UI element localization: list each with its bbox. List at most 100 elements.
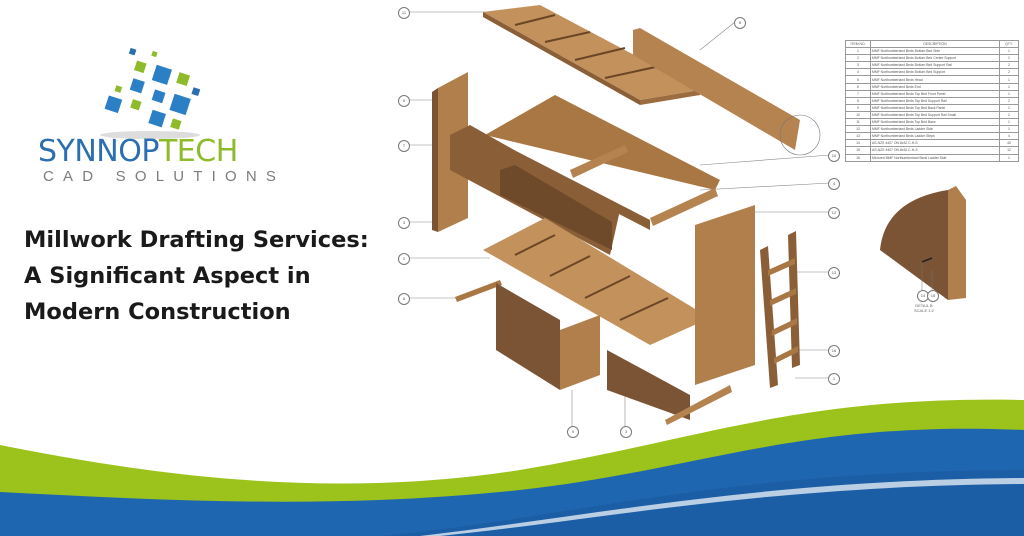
brand-name: SYNNOPTECH: [38, 134, 238, 169]
item-no-cell: 8: [845, 96, 871, 105]
balloon: 11: [398, 7, 410, 19]
item-no-cell: 13: [845, 132, 871, 141]
brand-part-2: TECH: [158, 134, 238, 169]
qty-cell: 4: [999, 132, 1019, 141]
balloon: 10: [828, 150, 840, 162]
qty-cell: 1: [999, 82, 1019, 91]
item-no-cell: 2: [845, 54, 871, 63]
item-no-cell: 6: [845, 82, 871, 91]
balloon: 6: [398, 293, 410, 305]
description-cell: MMF Northumberland Beds Bottom Bed Suppo…: [870, 68, 1000, 77]
description-cell: MMF Northumberland Beds Bottom Bed Suppo…: [870, 61, 1000, 70]
qty-cell: 12: [999, 146, 1019, 155]
qty-cell: 1: [999, 118, 1019, 127]
qty-cell: 1: [999, 47, 1019, 56]
header-item-no: ITEM NO.: [845, 39, 871, 49]
description-cell: Mirrored MMF Northumberland Beds Ladder …: [870, 153, 1000, 162]
logo-squares-icon: [100, 47, 201, 139]
qty-cell: 1: [999, 54, 1019, 63]
description-cell: MMF Northumberland Beds Top Bed Front Pa…: [870, 89, 1000, 98]
balloon: 9: [567, 426, 579, 438]
balloon: 12: [828, 207, 840, 219]
description-cell: AS-NZS 4407 ON.8x32 C-H-S: [870, 139, 1000, 148]
item-no-cell: 1: [845, 47, 871, 56]
table-header-row: ITEM NO. DESCRIPTION QTY.: [845, 39, 1019, 49]
balloon: 3: [398, 217, 410, 229]
description-cell: MMF Northumberland Beds End: [870, 82, 1000, 91]
detail-scale: SCALE 1:2: [914, 308, 934, 313]
balloon: 2: [398, 253, 410, 265]
description-cell: AS-NZS 4407 ON.8x32 C-H-S: [870, 146, 1000, 155]
qty-cell: 2: [999, 110, 1019, 120]
item-no-cell: 4: [845, 68, 871, 77]
qty-cell: 2: [999, 68, 1019, 77]
item-no-cell: 14: [845, 139, 871, 148]
qty-cell: 1: [999, 89, 1019, 98]
qty-cell: 40: [999, 139, 1019, 148]
item-no-cell: 12: [845, 125, 871, 134]
qty-cell: 2: [999, 61, 1019, 70]
qty-cell: 1: [999, 153, 1019, 162]
headline-line-2: A Significant Aspect in: [24, 263, 311, 289]
item-no-cell: 7: [845, 89, 871, 98]
description-cell: MMF Northumberland Beds Top Bed Base: [870, 118, 1000, 127]
item-no-cell: 11: [845, 118, 871, 127]
item-no-cell: 9: [845, 103, 871, 112]
description-cell: MMF Northumberland Beds Ladder Steps: [870, 132, 1000, 141]
item-no-cell: 10: [845, 110, 871, 120]
headline-line-3: Modern Construction: [24, 299, 291, 325]
description-cell: MMF Northumberland Beds Top Bed Back Pan…: [870, 103, 1000, 112]
item-no-cell: 5: [845, 75, 871, 84]
description-cell: MMF Northumberland Beds Head: [870, 75, 1000, 84]
item-no-cell: 16: [845, 153, 871, 162]
brand-part-1: SYNNOP: [38, 134, 159, 169]
headline-line-1: Millwork Drafting Services:: [24, 227, 369, 253]
description-cell: MMF Northumberland Beds Top Bed Support …: [870, 96, 1000, 105]
qty-cell: 1: [999, 103, 1019, 112]
description-cell: MMF Northumberland Beds Ladder Side: [870, 125, 1000, 134]
qty-cell: 1: [999, 75, 1019, 84]
balloon: 7: [398, 140, 410, 152]
item-no-cell: 3: [845, 61, 871, 70]
header-description: DESCRIPTION: [870, 39, 1000, 49]
description-cell: MMF Northumberland Beds Top Bed Support …: [870, 110, 1000, 120]
description-cell: MMF Northumberland Beds Bottom Bed Centr…: [870, 54, 1000, 63]
balloon: 5: [398, 95, 410, 107]
balloon: 16: [828, 345, 840, 357]
balloon: 1: [828, 373, 840, 385]
qty-cell: 1: [999, 125, 1019, 134]
logo-mark: [30, 42, 260, 192]
leader-lines: [410, 11, 831, 428]
balloon: 4: [828, 178, 840, 190]
detail-balloon: 15: [927, 290, 939, 302]
header-qty: QTY.: [999, 39, 1019, 49]
balloon: 3: [620, 426, 632, 438]
brand-tagline: CAD SOLUTIONS: [43, 168, 286, 185]
description-cell: MMF Northumberland Beds Bottom Bed Side: [870, 47, 1000, 56]
detail-title: DETAIL B: [915, 303, 933, 308]
balloon: 8: [734, 17, 746, 29]
detail-label: DETAIL B SCALE 1:2: [914, 303, 934, 313]
item-no-cell: 15: [845, 146, 871, 155]
headline: Millwork Drafting Services: A Significan…: [24, 222, 394, 330]
balloon: 13: [828, 267, 840, 279]
qty-cell: 2: [999, 96, 1019, 105]
